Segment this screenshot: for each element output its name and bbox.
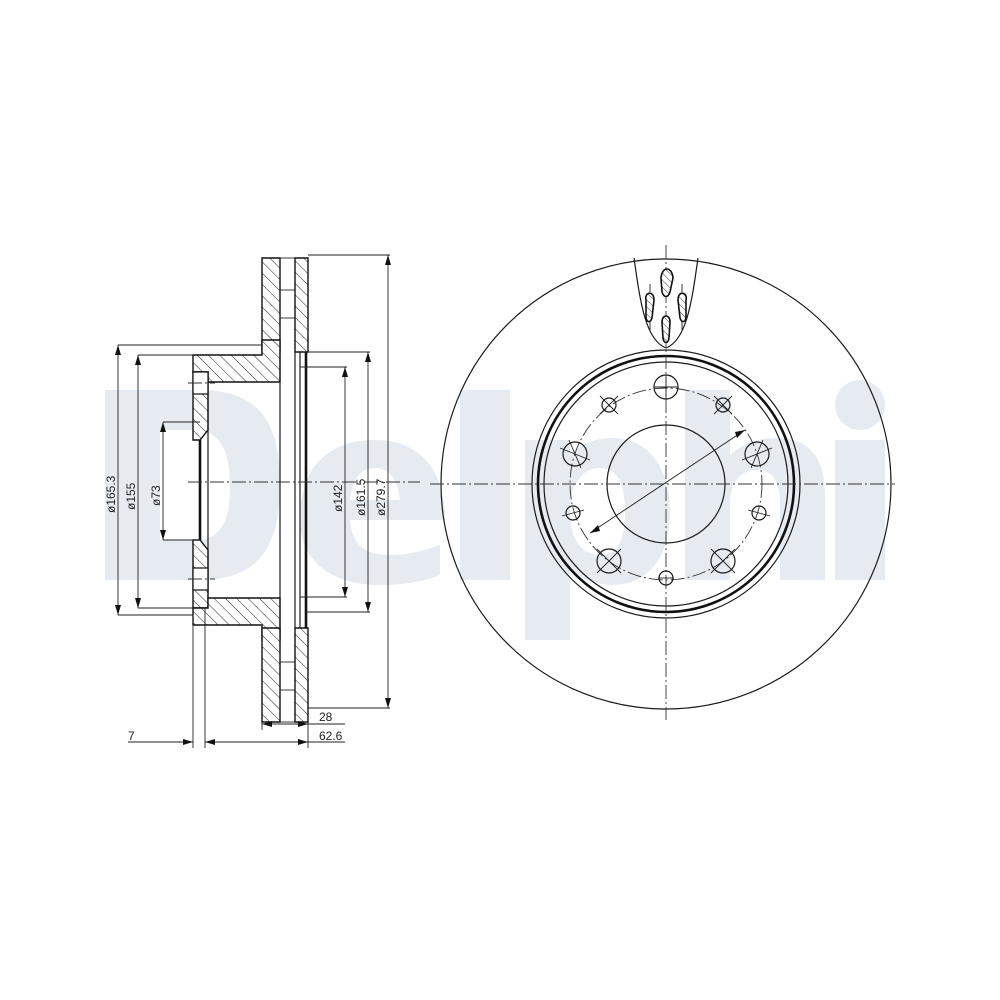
dim-d279-7: ø279.7	[374, 478, 388, 516]
dim-d161-5: ø161.5	[354, 478, 368, 516]
front-view	[430, 245, 895, 720]
dim-d142: ø142	[331, 484, 345, 512]
dim-d165-3: ø165.3	[104, 475, 118, 513]
dim-d155: ø155	[124, 482, 138, 510]
delphi-watermark	[105, 380, 885, 640]
dim-28: 28	[319, 710, 333, 724]
dim-7: 7	[128, 729, 135, 743]
dim-d73: ø73	[149, 485, 163, 506]
bolt-holes-small	[565, 397, 767, 586]
vent-cutaway-detail	[633, 257, 699, 349]
section-view: ø165.3 ø155 ø73 ø142 ø161.5 ø279.7 28 62…	[104, 254, 420, 748]
dim-62-6: 62.6	[319, 729, 343, 743]
